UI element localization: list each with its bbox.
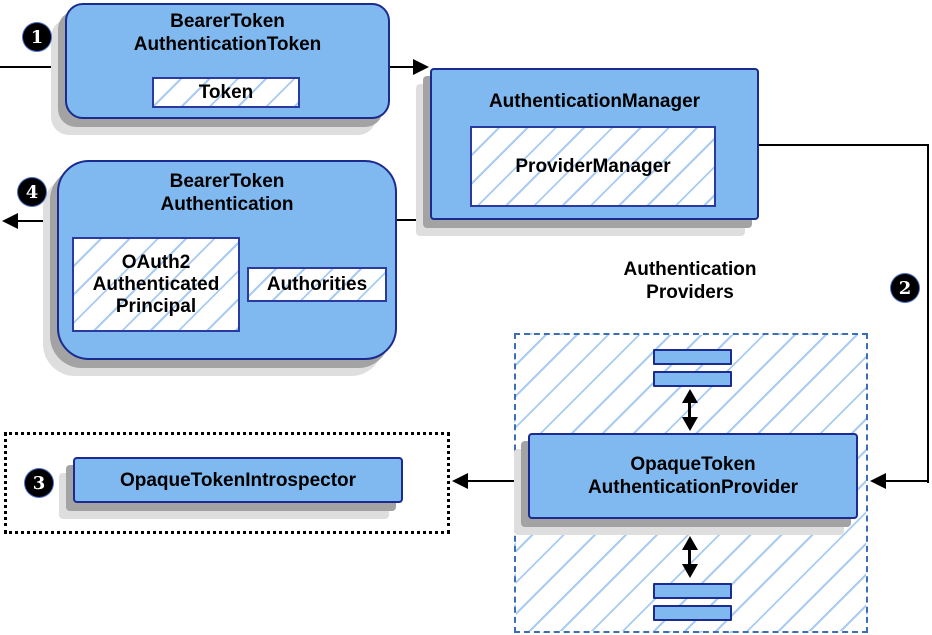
connector-provider-to-introspector [468,480,528,482]
step-2-badge: 2 [891,274,919,302]
connector-token-to-manager [390,66,415,68]
connector-manager-to-provider-vertical [927,144,929,483]
arrow-up-icon [682,536,698,550]
provider-list-item-bar [653,605,732,621]
provider-manager-field: ProviderManager [470,126,716,207]
arrow-left-icon [870,473,886,489]
bearer-token-authentication-node: BearerToken Authentication OAuth2 Authen… [57,160,397,360]
opaque-token-introspector-title: OpaqueTokenIntrospector [119,469,357,491]
arrow-up-icon [682,389,698,403]
arrow-shaft [688,546,691,568]
provider-list-item-bar [653,349,732,365]
authentication-manager-node: AuthenticationManager ProviderManager [430,68,759,220]
connector-outgoing-authentication [16,220,57,222]
connector-incoming-request [0,66,65,68]
authentication-providers-label: Authentication Providers [623,259,757,303]
oauth2-authenticated-principal-field: OAuth2 Authenticated Principal [72,237,240,332]
arrow-left-icon [2,213,18,229]
token-field: Token [152,77,300,108]
authorities-field: Authorities [247,267,387,302]
authentication-manager-title: AuthenticationManager [488,91,701,112]
opaque-token-authentication-provider-node: OpaqueToken AuthenticationProvider [528,433,858,519]
bearer-token-authentication-title: BearerToken Authentication [160,171,294,215]
double-arrow-vertical-icon [682,536,698,578]
opaque-token-introspector-node: OpaqueTokenIntrospector [73,457,403,503]
arrow-shaft [688,399,691,421]
arrow-down-icon [682,417,698,431]
provider-list-item-bar [653,583,732,599]
connector-manager-to-authentication [397,219,430,221]
arrow-left-icon [452,473,468,489]
bearer-token-authentication-token-node: BearerToken AuthenticationToken Token [65,3,390,119]
connector-manager-to-provider-horizontal [757,144,929,146]
opaque-token-authentication-provider-title: OpaqueToken AuthenticationProvider [587,454,799,498]
connector-into-provider [886,480,929,482]
double-arrow-vertical-icon [682,389,698,431]
step-1-badge: 1 [23,23,51,51]
introspector-region [4,432,450,534]
step-3-badge: 3 [25,469,53,497]
arrow-down-icon [682,564,698,578]
bearer-token-authentication-token-title: BearerToken AuthenticationToken [133,11,322,55]
provider-list-item-bar [653,371,732,387]
arrow-right-icon [413,59,429,75]
step-4-badge: 4 [18,178,46,206]
